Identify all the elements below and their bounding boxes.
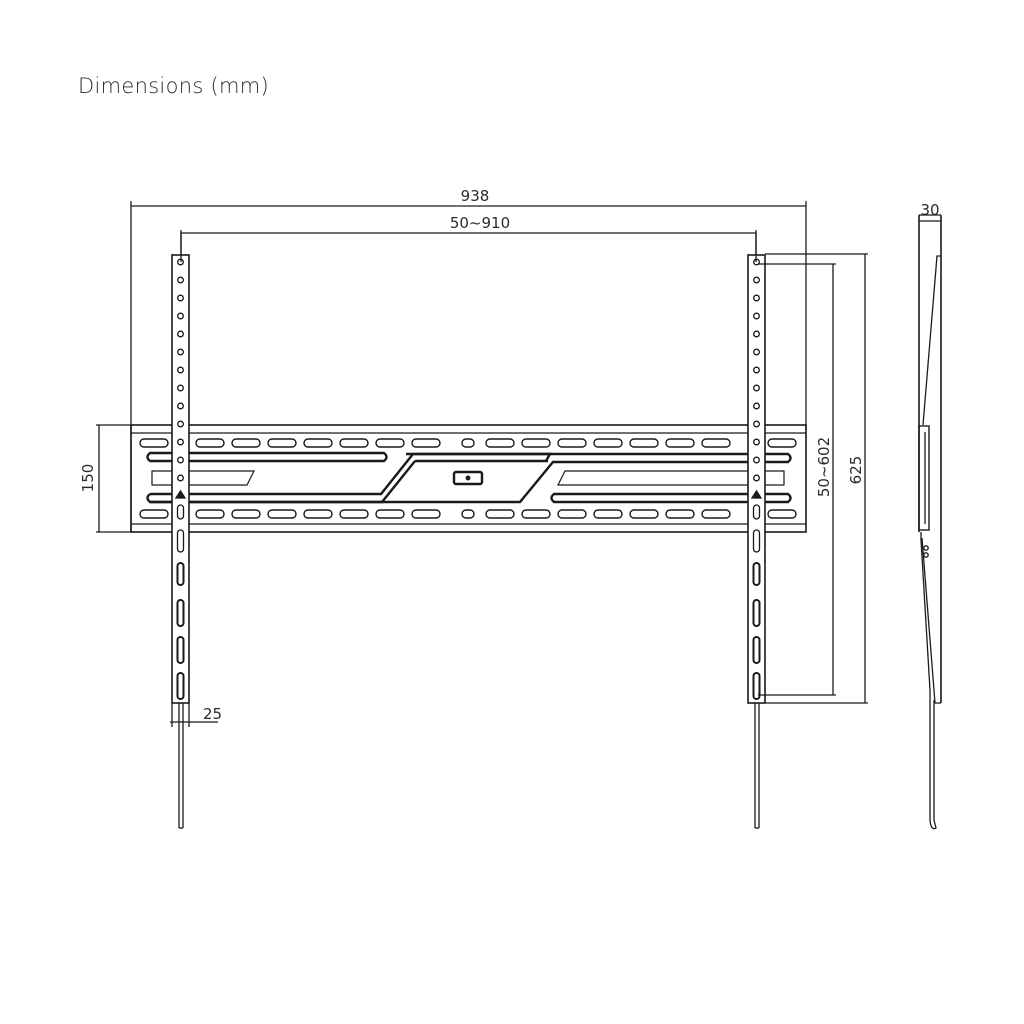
right-arm <box>747 233 766 829</box>
label-overall-height: 625 <box>847 456 865 485</box>
dimension-hole-spacing-horizontal <box>180 230 757 262</box>
label-arm-width: 25 <box>203 705 222 723</box>
dimension-arm-width <box>170 703 218 727</box>
label-overall-width: 938 <box>461 187 490 205</box>
label-hole-spacing-vertical: 50~602 <box>815 437 833 497</box>
left-arm <box>171 233 190 829</box>
label-hole-spacing-horizontal: 50~910 <box>450 214 510 232</box>
dimension-plate-height <box>96 424 131 533</box>
dimension-hole-spacing-vertical <box>758 263 836 696</box>
dimension-overall-width <box>130 201 807 532</box>
dimension-overall-height <box>765 253 868 704</box>
label-depth: 30 <box>920 201 939 219</box>
level-indicator-icon <box>452 470 484 486</box>
side-view <box>918 215 942 830</box>
wall-plate <box>130 424 807 533</box>
diagram-title: Dimensions (mm) <box>78 74 270 98</box>
label-plate-height: 150 <box>79 464 97 493</box>
